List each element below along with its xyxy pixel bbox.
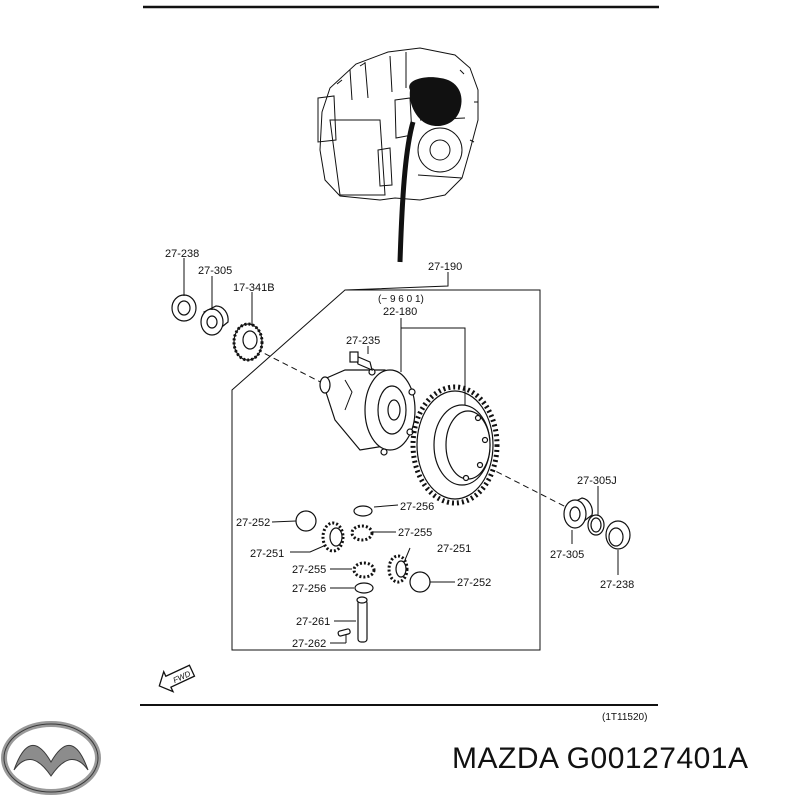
assembly-frame (231, 289, 541, 651)
label-27-256-a: 27-256 (400, 501, 434, 513)
label-serial-note: (− 9 6 0 1) (378, 294, 424, 305)
bearing-left (200, 305, 229, 336)
side-washer-left (295, 510, 317, 532)
label-27-255-a: 27-255 (398, 527, 432, 539)
bolt (349, 351, 373, 372)
side-gear-left (321, 521, 345, 553)
label-27-251-a: 27-251 (250, 548, 284, 560)
figure-ref: (1T11520) (602, 712, 647, 723)
pinion-shaft (356, 596, 368, 643)
bearing-right (563, 497, 593, 529)
label-27-261: 27-261 (296, 616, 330, 628)
label-17-341b: 17-341B (233, 282, 275, 294)
pinion-gear-bottom (352, 561, 376, 579)
ring-gear (410, 384, 500, 506)
label-27-256-b: 27-256 (292, 583, 326, 595)
label-27-251-b: 27-251 (437, 543, 471, 555)
label-27-305j: 27-305J (577, 475, 617, 487)
label-27-262: 27-262 (292, 638, 326, 650)
differential-highlight (409, 77, 462, 127)
label-22-180: 22-180 (383, 306, 417, 318)
part-number-caption: MAZDA G00127401A (452, 742, 749, 775)
pin (337, 628, 351, 637)
label-27-252-b: 27-252 (457, 577, 491, 589)
side-gear-right (387, 554, 409, 584)
pointer-line (397, 121, 416, 263)
label-27-190: 27-190 (428, 261, 462, 273)
mazda-logo (1, 721, 101, 795)
label-27-238-right: 27-238 (600, 579, 634, 591)
oil-seal-right (605, 520, 631, 550)
label-27-305-top: 27-305 (198, 265, 232, 277)
transmission-housing (317, 47, 479, 201)
label-27-235: 27-235 (346, 335, 380, 347)
fwd-arrow-icon: FWD (158, 664, 196, 693)
pinion-gear-top (350, 524, 374, 542)
shim-right (587, 514, 605, 536)
differential-case (319, 368, 416, 456)
pinion-washer-bottom (354, 582, 374, 594)
label-27-255-b: 27-255 (292, 564, 326, 576)
label-27-238-top: 27-238 (165, 248, 199, 260)
speedometer-gear (232, 322, 264, 362)
pinion-washer-top (353, 505, 373, 517)
leader-lines (183, 258, 619, 644)
side-washer-right (409, 571, 431, 593)
label-27-252-a: 27-252 (236, 517, 270, 529)
label-27-305-right: 27-305 (550, 549, 584, 561)
oil-seal-left (171, 294, 197, 322)
